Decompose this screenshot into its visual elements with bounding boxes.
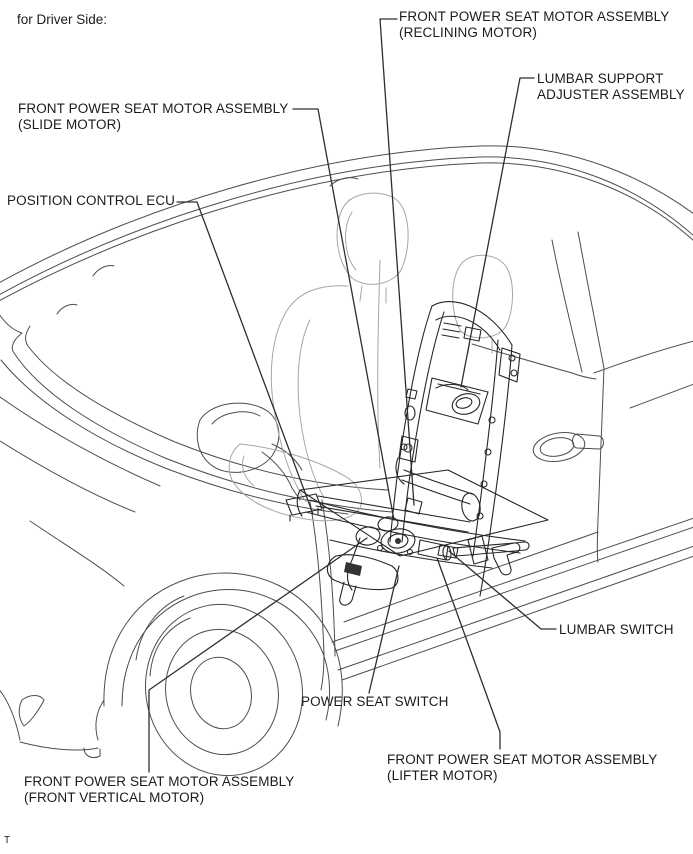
leader-reclining-motor [379,18,415,506]
passenger-seat [228,192,409,522]
leader-front-vertical-motor [148,537,368,773]
left-member-inner [401,311,445,543]
rocker-line-1a [331,517,693,643]
top-cutout [463,326,482,342]
front-vertical-motor [355,526,381,546]
recliner-mechanism [395,435,423,515]
arch-liner-2 [149,617,191,677]
passenger-seatback [270,285,349,503]
rail-upper [309,499,526,542]
fender-crease [29,520,125,587]
roof-drip-line-1 [0,156,693,295]
leader-slide-motor [292,108,395,521]
label-power-seat-switch: POWER SEAT SWITCH [301,694,449,709]
side-rail-bar [452,541,530,557]
wheel-hub [190,656,252,730]
side-mirror [196,402,303,501]
footnote-t-mark: T [4,835,11,846]
pillar-nozzle-bump-1 [92,265,115,277]
passenger-seatback-right-edge [377,259,381,469]
roof-line [0,145,693,283]
cross-tube-2 [315,505,469,533]
hood-crease-2 [0,440,136,513]
cross-brace-2 [401,479,471,505]
beltline-front [471,343,597,380]
top-right-bracket [498,347,521,383]
rear-door-gap [596,367,605,563]
rocker-line-1b [334,526,693,652]
front-door-front-edge-1 [309,501,325,691]
b-pillar-front [551,239,583,373]
pillar-nozzle-bump-2 [56,303,78,315]
power-seat-switch [326,554,399,591]
cross-brace-1 [403,469,473,495]
label-reclining-motor: FRONT POWER SEAT MOTOR ASSEMBLY (RECLINI… [399,9,670,40]
rocker-line-2b [341,555,693,681]
side-oval-cutout [461,492,481,522]
tow-hook [83,747,101,759]
rear-door-handle [532,431,604,463]
label-position-control-ecu: POSITION CONTROL ECU [7,193,176,208]
pan-rim [299,469,549,557]
wheel-arch-lip [121,589,331,721]
leader-power-seat-switch [368,565,400,694]
rear-headrest [452,254,513,354]
recliner-link [404,497,423,515]
passenger-cushion [228,443,362,522]
top-band-inner [435,315,501,351]
tire [145,603,303,777]
gearbox [380,528,416,554]
b-pillar-rear [577,231,605,369]
passenger-headrest [336,192,409,285]
marker-lamp [18,695,45,727]
front-edge [296,489,303,517]
car-body-outline [0,145,693,777]
label-lumbar-switch: LUMBAR SWITCH [559,622,674,637]
top-band-outer [431,301,513,346]
front-right-leg [467,535,489,565]
wheel-arch-outer [103,572,343,727]
caption-for-driver-side: for Driver Side: [17,12,108,27]
hood-crease-1 [0,396,161,487]
front-wheel [103,572,343,777]
driver-seat-frame [285,301,549,606]
a-pillar-corner [0,314,23,334]
leader-lifter-motor [436,557,501,750]
right-member-outer [479,344,513,597]
hood-edge [0,359,349,515]
vent-slot-3 [441,334,460,339]
lumbar-support-adjuster [425,377,489,425]
roof-drip-line-2 [0,162,693,301]
leader-lumbar-support [460,77,535,388]
label-front-vertical-motor: FRONT POWER SEAT MOTOR ASSEMBLY (FRONT V… [24,774,295,805]
seat-motor-cluster [346,516,459,591]
arch-liner-1 [135,595,185,661]
left-member-outer [389,305,433,543]
windshield-lower-edge [11,332,393,513]
seat-base-frame [296,469,549,606]
door-bottom-edge [343,531,599,623]
beltline-rear-kick [593,340,693,374]
front-bumper [0,689,105,759]
label-lumbar-support-adjuster: LUMBAR SUPPORT ADJUSTER ASSEMBLY [537,71,685,102]
vent-slot-2 [442,328,461,333]
rear-foot-hook [491,542,521,576]
rail-lower [329,539,493,569]
right-member-inner [472,339,499,557]
leader-lines [148,18,557,773]
wheel-rim [165,628,279,756]
leader-position-ecu [176,201,314,515]
leader-lumbar-switch [448,550,557,630]
windshield-inner-edge [25,325,389,491]
lumbar-switch-body [437,544,459,559]
door-lines [309,231,693,691]
label-lifter-motor: FRONT POWER SEAT MOTOR ASSEMBLY (LIFTER … [387,752,658,783]
label-slide-motor: FRONT POWER SEAT MOTOR ASSEMBLY (SLIDE M… [18,101,289,132]
cross-tube-1 [317,495,471,523]
vent-slot-1 [443,322,462,327]
front-left-leg [339,581,357,606]
rear-door-crease [629,383,693,409]
